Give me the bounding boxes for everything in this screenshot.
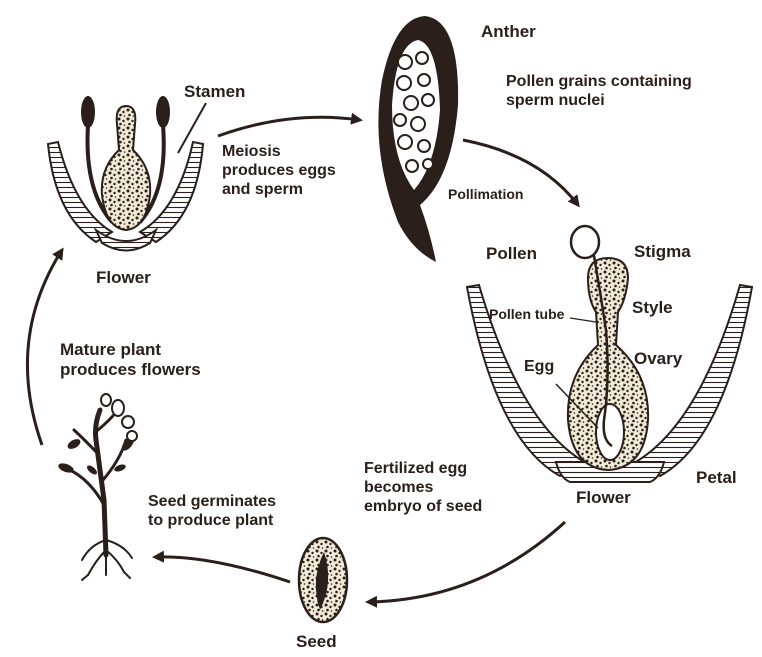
label-egg: Egg [524, 357, 554, 376]
pollen-grain-on-stigma [571, 226, 599, 258]
left-flower-anther-right [156, 96, 170, 128]
label-flower-left: Flower [96, 268, 151, 288]
right-flower [467, 226, 752, 482]
label-anther: Anther [481, 22, 536, 42]
left-flower [48, 96, 206, 251]
label-petal: Petal [696, 468, 737, 488]
anther-drawing [378, 16, 458, 262]
plant-flower-buds [101, 394, 137, 441]
seed-drawing [299, 538, 347, 622]
label-seed: Seed [296, 632, 337, 652]
label-mature-plant: Mature plant produces flowers [60, 340, 201, 380]
label-pollen-grains: Pollen grains containing sperm nuclei [506, 72, 692, 110]
arrow-plant-to-flower [27, 250, 62, 445]
plant-drawing [57, 394, 137, 580]
label-pollen-tube: Pollen tube [489, 306, 564, 323]
label-seed-germinates: Seed germinates to produce plant [148, 492, 276, 530]
label-ovary: Ovary [634, 349, 682, 369]
plant-stem [96, 410, 107, 555]
ovule-chamber [596, 404, 624, 460]
arrow-flower-to-seed [368, 522, 565, 602]
label-style: Style [632, 298, 673, 318]
arrow-seed-to-plant [155, 557, 290, 582]
pollen-tube-pointer [570, 318, 596, 322]
label-stigma: Stigma [634, 242, 691, 262]
arrow-flower-to-anther [218, 117, 360, 136]
label-flower-right: Flower [576, 488, 631, 508]
left-flower-anther-left [81, 96, 95, 128]
left-flower-pistil [102, 106, 150, 230]
label-meiosis: Meiosis produces eggs and sperm [222, 142, 336, 199]
label-fertilized-egg: Fertilized egg becomes embryo of seed [364, 459, 482, 516]
label-stamen: Stamen [184, 82, 245, 102]
label-pollen: Pollen [486, 244, 537, 264]
label-pollination: Pollimation [448, 186, 523, 203]
